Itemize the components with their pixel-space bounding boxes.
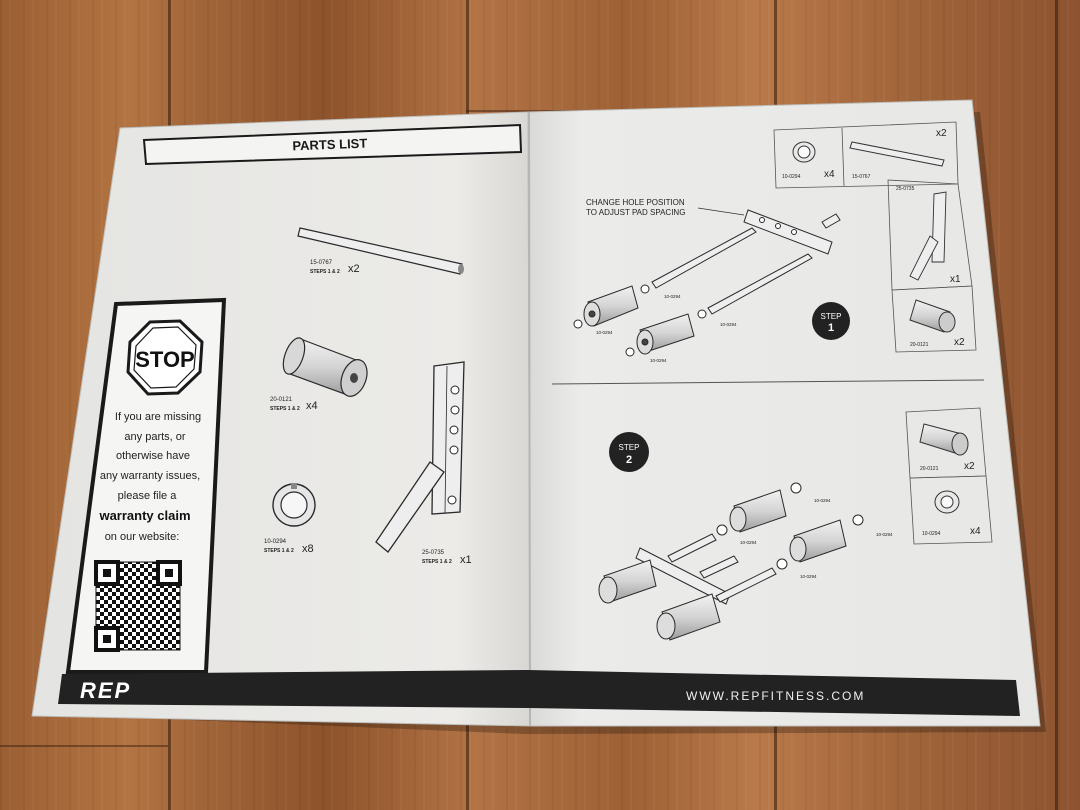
step2-table-pad-qty: x2 [964, 461, 975, 472]
stop-line-5: please file a [118, 490, 178, 502]
step1-table-collar-icon [792, 141, 816, 163]
step1-callout-2: 10-0294 [720, 322, 737, 327]
step1-badge-number: 1 [828, 322, 834, 334]
step2-table-collar-qty: x4 [970, 526, 981, 537]
plank-seam [0, 745, 168, 747]
step2-parts-table [905, 407, 993, 545]
step1-badge-label: STEP [821, 312, 842, 321]
step1-callout-1: 10-0294 [664, 294, 681, 299]
step1-parts-table [773, 121, 977, 353]
part-rod [297, 227, 464, 275]
step1-table-pad-code: 20-0121 [910, 342, 929, 348]
step1-table-collar-code: 10-0294 [782, 174, 801, 180]
step1-table-pad-qty: x2 [954, 337, 965, 348]
collar-qty: x8 [302, 543, 314, 555]
step1-table-pad-icon [909, 299, 956, 333]
spine-fold [528, 111, 531, 727]
part-pad [282, 337, 368, 397]
stop-line-2: any parts, or [124, 431, 185, 443]
step2-callout-3: 10-0294 [876, 532, 893, 537]
step2-badge-label: STEP [619, 443, 640, 452]
step2-badge [609, 432, 649, 472]
parts-list-title: PARTS LIST [292, 136, 367, 154]
collar-code: 10-0294 [264, 539, 287, 545]
annotation-line-1: CHANGE HOLE POSITION [586, 198, 685, 207]
part-frame [375, 361, 465, 553]
step2-table-pad-code: 20-0121 [920, 466, 939, 472]
right-page [527, 99, 1041, 727]
step2-callout-4: 10-0294 [800, 574, 817, 579]
footer-bar [58, 670, 1020, 716]
rod-code: 15-0767 [310, 260, 333, 266]
footer-url: WWW.REPFITNESS.COM [686, 689, 865, 703]
step2-callout-2: 10-0294 [740, 540, 757, 545]
stop-line-3: otherwise have [116, 450, 190, 462]
step1-callout-3: 10-0294 [596, 330, 613, 335]
step1-table-rod-code: 15-0767 [852, 174, 871, 180]
annotation-line-2: TO ADJUST PAD SPACING [586, 208, 685, 217]
qr-code-icon [94, 560, 182, 652]
parts-list-banner [142, 123, 523, 166]
step-divider [551, 379, 985, 385]
step1-table-rod-qty: x2 [936, 128, 947, 139]
step1-badge [812, 302, 850, 340]
plank-seam [1055, 0, 1058, 810]
pad-steps: STEPS 1 & 2 [270, 406, 300, 412]
stop-line-last: on our website: [105, 531, 180, 543]
stop-line-4: any warranty issues, [100, 470, 200, 482]
stop-sign-icon [126, 319, 204, 396]
step1-table-frame-icon [909, 191, 947, 281]
step1-table-frame-qty: x1 [950, 274, 961, 285]
step1-assembly [573, 209, 841, 357]
pad-code: 20-0121 [270, 397, 293, 403]
rod-steps: STEPS 1 & 2 [310, 269, 340, 275]
stop-sign-text: STOP [135, 347, 195, 372]
warranty-claim-text: warranty claim [98, 508, 190, 523]
step2-assembly [598, 482, 864, 641]
stop-line-1: If you are missing [115, 411, 201, 423]
collar-steps: STEPS 1 & 2 [264, 548, 294, 554]
rep-logo: REP [80, 678, 131, 703]
part-collar [272, 483, 316, 527]
step1-callout-4: 10-0294 [650, 358, 667, 363]
step2-table-pad-icon [919, 423, 969, 456]
step2-table-collar-code: 10-0294 [922, 531, 941, 537]
step2-badge-number: 2 [626, 454, 632, 466]
frame-steps: STEPS 1 & 2 [422, 559, 452, 565]
step2-table-collar-icon [934, 490, 960, 514]
pad-qty: x4 [306, 400, 318, 412]
step1-table-frame-code: 25-0735 [896, 186, 915, 192]
step1-table-collar-qty: x4 [824, 169, 835, 180]
rod-qty: x2 [348, 263, 360, 275]
step2-callout-1: 10-0294 [814, 498, 831, 503]
frame-code: 25-0735 [422, 550, 445, 556]
frame-qty: x1 [460, 554, 472, 566]
step1-table-rod-icon [849, 141, 945, 167]
